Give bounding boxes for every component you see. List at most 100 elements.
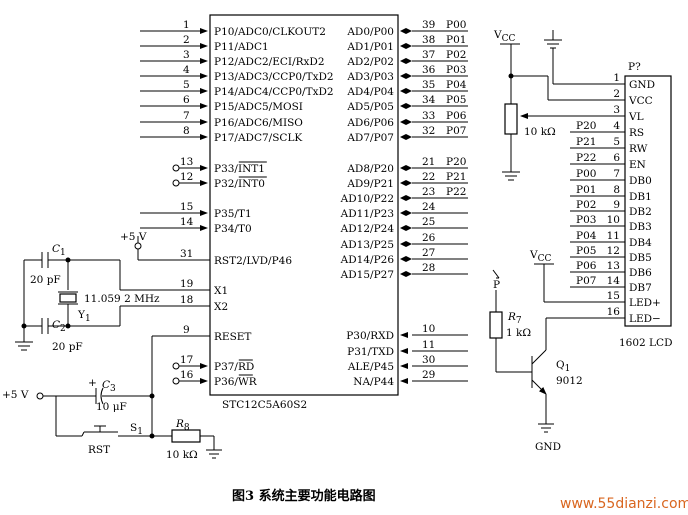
mcu-net-label: P05: [446, 94, 466, 106]
mcu-pin-num: 24: [422, 201, 436, 213]
mcu-pin-num: 22: [422, 171, 435, 183]
lcd-pin-num: 4: [613, 120, 620, 132]
mcu-name: STC12C5A60S2: [222, 399, 307, 411]
lcd-pin-3: VL 3: [613, 104, 643, 123]
mcu-pin-num: 21: [422, 156, 435, 168]
lcd-net-label: P06: [576, 260, 597, 272]
lcd-pin-label: VCC: [628, 95, 653, 107]
mcu-net-label: P06: [446, 110, 467, 122]
lcd-designator: P?: [628, 61, 641, 73]
mcu-net-label: P22: [446, 186, 466, 198]
mcu-pin-label: X2: [214, 301, 228, 313]
mcu-pin-label: P17/ADC7/SCLK: [214, 132, 302, 144]
backlight-transistor: P R7 1 kΩ Q1 9012 GND: [489, 269, 625, 453]
lcd-pin-16: LED−16: [607, 306, 661, 325]
lcd-pin-num: 3: [613, 104, 620, 116]
lcd-pin-11: DB4 11 P04: [570, 230, 652, 249]
lcd-pin-num: 11: [607, 230, 620, 242]
mcu-pin-num: 13: [180, 156, 193, 168]
mcu-pin-label: P31/TXD: [347, 346, 394, 358]
mcu-net-label: P20: [446, 156, 466, 168]
mcu-pin-label: AD13/P25: [340, 239, 394, 251]
reset-network: +5 V + C3 10 μF RST S1 R8 10 kΩ: [2, 335, 222, 461]
mcu-pin-label: AD9/P21: [346, 178, 394, 190]
lcd-pin-label: GND: [629, 79, 655, 91]
mcu-pin-label: P16/ADC6/MISO: [214, 117, 303, 129]
c1-label: C1: [52, 243, 66, 258]
mcu-pin-label: AD15/P27: [340, 269, 394, 281]
lcd-pin-label: DB6: [629, 267, 652, 279]
mcu-pin-num: 12: [180, 171, 193, 183]
c2-label: C2: [52, 319, 66, 334]
plus5-left-label: +5 V: [2, 389, 29, 401]
mcu-pin-num: 6: [183, 94, 190, 106]
mcu-net-label: P01: [446, 34, 466, 46]
mcu-pin-num: 31: [180, 248, 193, 260]
mcu-net-label: P02: [446, 49, 466, 61]
lcd-pin-2: VCC 2: [613, 88, 652, 107]
mcu-pin-label: AD11/P23: [340, 208, 394, 220]
mcu-pin-num: 16: [180, 369, 194, 381]
lcd-pin-label: DB4: [629, 237, 652, 249]
lcd-net-label: P01: [576, 184, 596, 196]
lcd-pin-num: 10: [607, 214, 620, 226]
rst-label: RST: [88, 444, 110, 456]
mcu-pin-num: 27: [422, 247, 435, 259]
mcu-pin-num: 25: [422, 216, 435, 228]
gnd-label: GND: [535, 441, 561, 453]
mcu-pin-num: 34: [422, 94, 436, 106]
mcu-pin-num: 9: [183, 324, 190, 336]
mcu-pin-label: P34/T0: [214, 223, 252, 235]
lcd-pin-label: EN: [629, 159, 646, 171]
mcu-pin-label: AD8/P20: [346, 163, 394, 175]
c3-label: C3: [102, 379, 116, 394]
lcd-pin-num: 12: [607, 245, 620, 257]
mcu-pin-num: 28: [422, 262, 435, 274]
mcu-pin-label: P33/INT1: [214, 163, 265, 175]
mcu-net-label: P00: [446, 19, 466, 31]
r8-label: R8: [175, 418, 190, 433]
lcd-net-label: P02: [576, 199, 596, 211]
lcd-pin-label: DB2: [629, 206, 652, 218]
mcu-pin-label: AD6/P06: [346, 117, 394, 129]
mcu-pin-label: P12/ADC2/ECI/RxD2: [214, 56, 325, 68]
mcu-pin-21: AD8/P20 21 P20: [346, 156, 468, 175]
mcu-pin-label: P36/WR: [214, 376, 258, 388]
mcu-pin-num: 2: [183, 34, 190, 46]
p-label: P: [493, 279, 500, 291]
mcu-pin-num: 10: [422, 323, 435, 335]
lcd-pin-num: 16: [607, 306, 621, 318]
lcd-pin-num: 2: [613, 88, 620, 100]
lcd-pin-label: DB5: [629, 252, 652, 264]
mcu-pin-26: AD13/P25 26: [340, 232, 468, 251]
figure-caption: 图3 系统主要功能电路图: [232, 488, 376, 504]
mcu-pin-label: ALE/P45: [347, 361, 394, 373]
mcu-net-label: P21: [446, 171, 466, 183]
lcd-pins: GND1VCC2VL3RS4P20RW5P21EN6P22DB07P00DB18…: [570, 72, 661, 325]
lcd-net-label: P04: [576, 230, 597, 242]
mcu-left-pins: 1P10/ADC0/CLKOUT22P11/ADC13P12/ADC2/ECI/…: [140, 19, 334, 388]
lcd-net-label: P05: [576, 245, 596, 257]
lcd-pin-label: VL: [628, 111, 644, 123]
lcd-pin-12: DB5 12 P05: [570, 245, 652, 264]
mcu-pin-label: P15/ADC5/MOSI: [214, 101, 303, 113]
mcu-pin-num: 4: [183, 64, 190, 76]
mcu-pin-num: 26: [422, 232, 436, 244]
mcu-pin-label: AD3/P03: [346, 71, 394, 83]
